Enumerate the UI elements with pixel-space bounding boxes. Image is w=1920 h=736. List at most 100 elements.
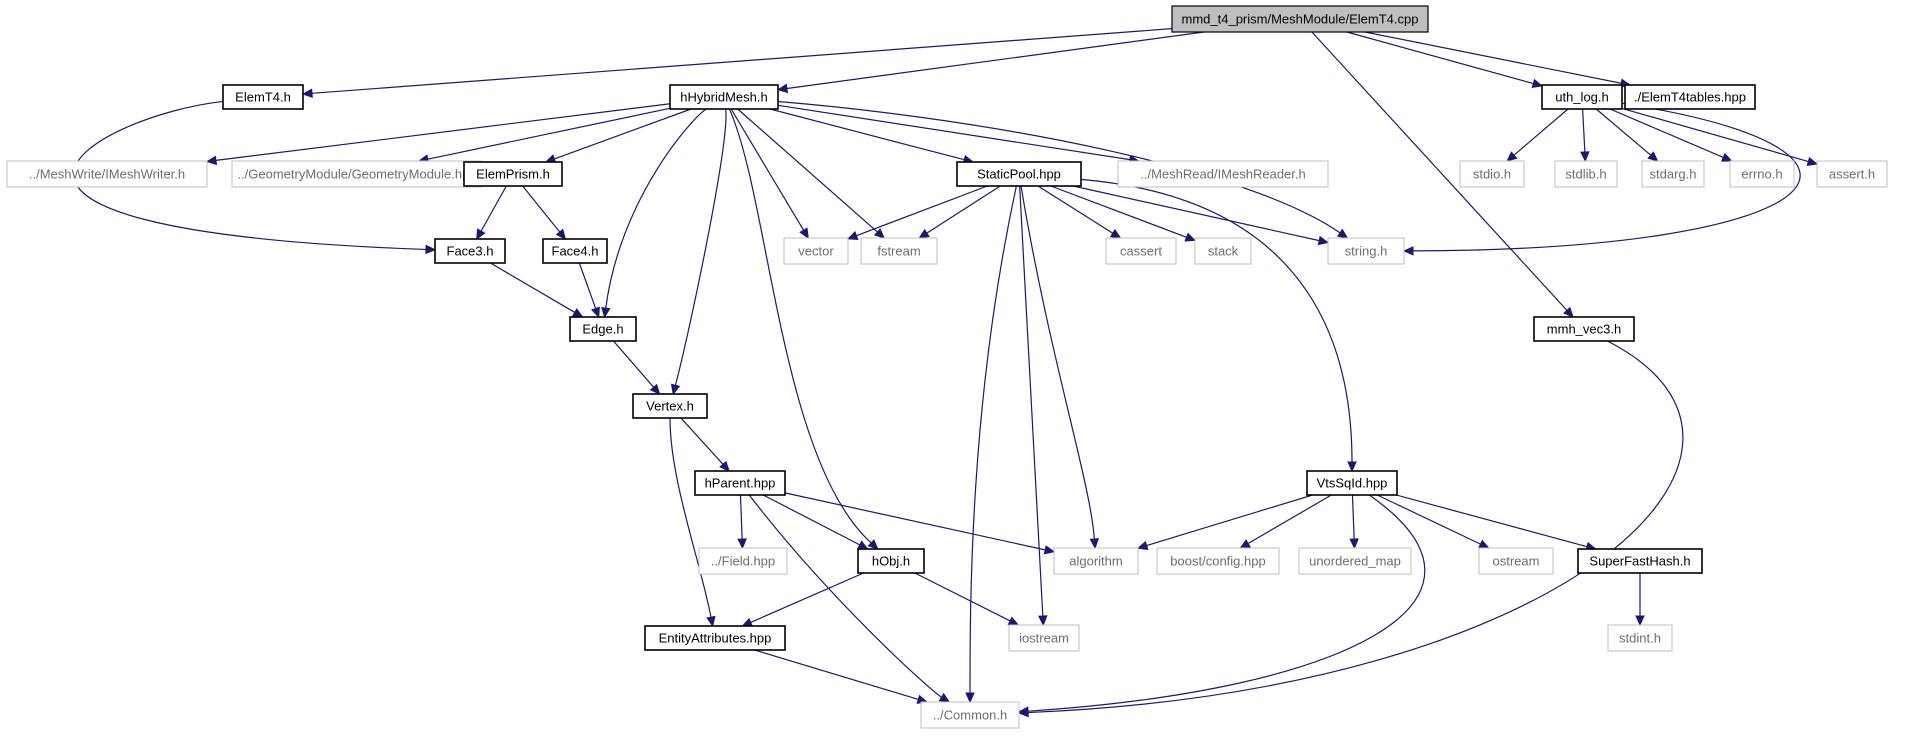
edge-uthlog-to-stdlib (1580, 108, 1590, 163)
edge-root-to-hhybrid (776, 31, 1205, 94)
node-box (783, 237, 849, 265)
edge-arrowhead (737, 538, 747, 550)
node-vtssqid[interactable]: VtsSqId.hpp (1306, 470, 1398, 496)
edge-edge-to-vertex (612, 340, 661, 395)
node-elemprism[interactable]: ElemPrism.h (463, 161, 563, 187)
node-label: ElemPrism.h (476, 167, 550, 182)
edge-arrowhead (1478, 539, 1490, 549)
edge-arrowhead (1239, 539, 1251, 549)
edge-hobj-to-entityattr (741, 572, 864, 627)
edge-face4-to-edge (578, 262, 600, 319)
node-label: vector (798, 244, 834, 259)
node-errno: errno.h (1729, 160, 1795, 188)
edge-face3-to-edge (490, 262, 584, 318)
node-label: hParent.hpp (705, 476, 776, 491)
node-label: string.h (1345, 244, 1388, 259)
node-label: algorithm (1069, 554, 1122, 569)
node-box (222, 84, 304, 110)
edge-uthlog-to-errno (1609, 108, 1733, 162)
node-box (1298, 547, 1412, 575)
node-stack: stack (1194, 237, 1252, 265)
node-label: stdio.h (1473, 167, 1511, 182)
node-entityattr[interactable]: EntityAttributes.hpp (644, 625, 786, 651)
node-fstream: fstream (860, 237, 938, 265)
edge-arrowhead (1038, 615, 1048, 627)
edge-hhybrid-to-stringh (777, 100, 1349, 239)
edge-arrowhead (1402, 246, 1414, 256)
edge-arrowhead (1806, 156, 1819, 166)
node-box (1624, 84, 1756, 110)
node-label: ../Common.h (933, 708, 1007, 723)
node-box (1729, 160, 1795, 188)
edge-arrowhead (857, 540, 869, 550)
node-algorithm: algorithm (1053, 547, 1139, 575)
node-imeshreader: ../MeshRead/IMeshReader.h (1117, 160, 1329, 188)
node-root[interactable]: mmd_t4_prism/MeshModule/ElemT4.cpp (1171, 5, 1429, 33)
edge-arrowhead (425, 244, 437, 255)
node-box (857, 548, 925, 574)
node-label: Vertex.h (646, 399, 694, 414)
edge-staticpool-to-common (965, 185, 1017, 704)
edge-hhybrid-to-imeshreader (777, 104, 1140, 165)
node-box (1171, 5, 1429, 33)
node-hparent[interactable]: hParent.hpp (694, 470, 786, 496)
edge-arrowhead (1136, 540, 1149, 550)
edge-staticpool-to-algorithm (1020, 185, 1100, 550)
node-box (920, 701, 1020, 729)
edge-vtssqid-to-superfasthash (1396, 494, 1597, 552)
edge-arrowhead (1721, 152, 1733, 162)
node-box (1541, 84, 1623, 110)
edge-hhybrid-to-fstream (737, 108, 886, 239)
node-label: Face4.h (552, 244, 599, 259)
edge-uthlog-to-stringh (1402, 102, 1801, 256)
node-label: EntityAttributes.hpp (659, 631, 772, 646)
node-elemt4tables[interactable]: ./ElemT4tables.hpp (1624, 84, 1756, 110)
node-elemt4h[interactable]: ElemT4.h (222, 84, 304, 110)
edge-staticpool-to-iostream (1019, 185, 1048, 627)
node-iostream: iostream (1008, 624, 1080, 652)
edge-hhybrid-to-staticpool (769, 108, 975, 165)
edge-arrowhead (555, 228, 567, 240)
node-assert: assert.h (1816, 160, 1888, 188)
node-box (1117, 160, 1329, 188)
node-common: ../Common.h (920, 701, 1020, 729)
node-label: ElemT4.h (235, 90, 291, 105)
edge-staticpool-to-cassert (1037, 185, 1122, 239)
edge-arrowhead (1349, 538, 1359, 550)
node-mmhvec3[interactable]: mmh_vec3.h (1533, 316, 1635, 342)
edge-arrowhead (741, 617, 754, 627)
node-label: boost/config.hpp (1170, 554, 1265, 569)
node-label: hHybridMesh.h (680, 90, 767, 105)
graph-nodes: mmd_t4_prism/MeshModule/ElemT4.cppElemT4… (6, 5, 1888, 729)
node-vertex[interactable]: Vertex.h (632, 393, 708, 419)
node-box (463, 161, 563, 187)
edge-arrowhead (918, 228, 930, 239)
node-edge[interactable]: Edge.h (569, 316, 637, 342)
edge-arrowhead (476, 228, 486, 241)
node-vector: vector (783, 237, 849, 265)
node-box (1459, 160, 1525, 188)
edge-arrowhead (965, 692, 975, 704)
node-face4[interactable]: Face4.h (542, 238, 608, 264)
node-box (669, 84, 779, 110)
node-hhybrid[interactable]: hHybridMesh.h (669, 84, 779, 110)
edge-arrowhead (1109, 228, 1122, 239)
node-hobj[interactable]: hObj.h (857, 548, 925, 574)
node-box (569, 316, 637, 342)
node-box (1327, 237, 1405, 265)
node-uthlog[interactable]: uth_log.h (1541, 84, 1623, 110)
node-face3[interactable]: Face3.h (434, 238, 506, 264)
edge-arrowhead (1184, 232, 1197, 242)
node-box (1194, 237, 1252, 265)
node-box (1478, 547, 1554, 575)
node-superfasthash[interactable]: SuperFastHash.h (1577, 548, 1703, 574)
node-box (542, 238, 608, 264)
node-label: Face3.h (447, 244, 494, 259)
edge-staticpool-to-stringh (1072, 185, 1330, 246)
node-label: assert.h (1829, 167, 1875, 182)
node-geommodule: ../GeometryModule/GeometryModule.hpp (231, 160, 483, 188)
node-box (1577, 548, 1703, 574)
graph-edges (73, 28, 1819, 718)
node-staticpool[interactable]: StaticPool.hpp (956, 161, 1082, 187)
edge-arrowhead (1506, 151, 1518, 162)
